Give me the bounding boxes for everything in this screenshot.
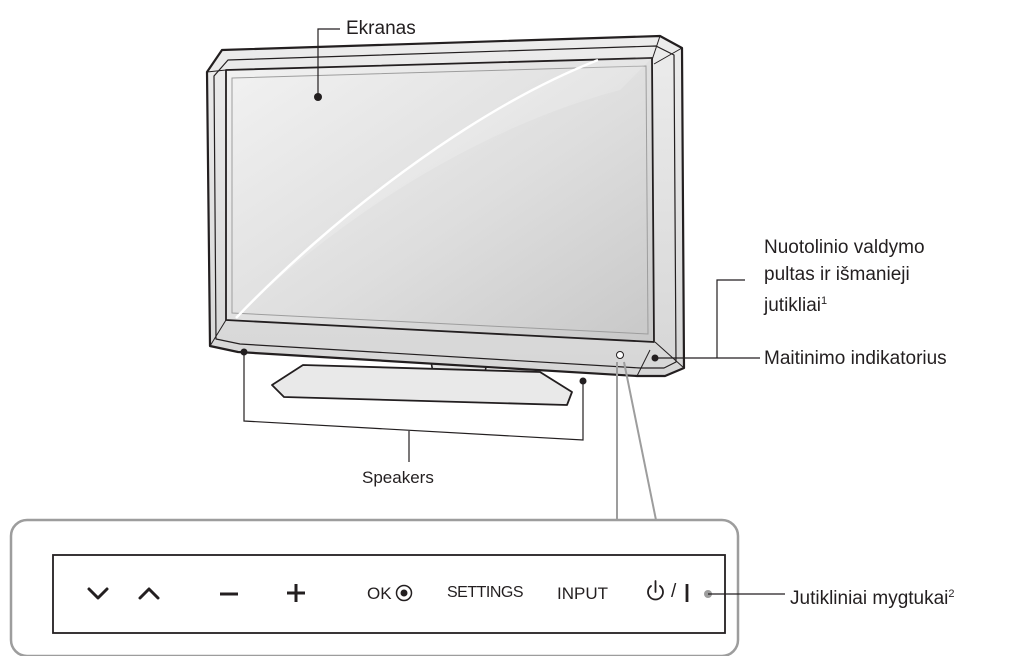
touch-buttons-text: Jutikliniai mygtukai (790, 588, 949, 609)
ok-dot-icon (395, 584, 413, 602)
plus-icon (287, 584, 305, 602)
channel-up-button[interactable] (131, 572, 167, 616)
tv-stand (271, 355, 573, 406)
tv-screen (225, 57, 655, 343)
speakers-label: Speakers (362, 468, 434, 487)
remote-sensor-line1: Nuotolinio valdymo (764, 237, 925, 258)
ok-button[interactable]: OK (367, 584, 392, 603)
volume-down-button[interactable] (211, 572, 247, 616)
chevron-down-icon (87, 587, 109, 600)
power-icon (647, 580, 689, 602)
footnote-2: 2 (948, 588, 955, 600)
sensor-callout (616, 279, 760, 362)
settings-button[interactable]: SETTINGS (447, 584, 524, 601)
screen-label: Ekranas (346, 18, 416, 39)
volume-up-button[interactable] (278, 572, 314, 616)
footnote-1: 1 (821, 295, 828, 307)
remote-sensor-text: jutikliai (764, 295, 822, 316)
zoom-lines (616, 361, 657, 521)
remote-sensor-line3: jutikliai1 (764, 290, 827, 317)
touch-buttons-label: Jutikliniai mygtukai2 (790, 583, 955, 610)
power-indicator-label: Maitinimo indikatorius (764, 348, 947, 369)
input-button[interactable]: INPUT (557, 584, 608, 603)
speakers-callout (240, 348, 587, 462)
power-separator: / (671, 581, 677, 602)
remote-sensor-line2: pultas ir išmanieji (764, 264, 910, 285)
chevron-up-icon (138, 587, 160, 600)
power-button[interactable] (641, 572, 697, 616)
touch-buttons-callout (704, 590, 785, 598)
channel-down-button[interactable] (80, 572, 116, 616)
screen-callout (314, 28, 340, 101)
